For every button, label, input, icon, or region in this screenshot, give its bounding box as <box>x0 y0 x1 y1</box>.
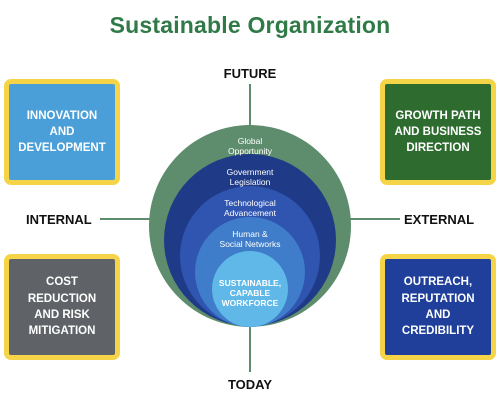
box-outreach-reputation-label: OUTREACH, REPUTATION AND CREDIBILITY <box>401 276 475 338</box>
box-cost-reduction-label: COST REDUCTION AND RISK MITIGATION <box>27 276 97 338</box>
ring-label-global-opportunity: Global Opportunity <box>228 136 272 157</box>
axis-label-future: FUTURE <box>223 66 277 81</box>
axis-label-external: EXTERNAL <box>404 212 475 227</box>
ring-label-technological-advancement: Technological Advancement <box>224 198 276 219</box>
ring-label-human-social-networks: Human & Social Networks <box>219 229 281 250</box>
diagram-title: Sustainable Organization <box>109 12 391 38</box>
box-growth-path: GROWTH PATH AND BUSINESS DIRECTION <box>380 79 496 185</box>
box-innovation-development: INNOVATION AND DEVELOPMENT <box>4 79 120 185</box>
box-growth-path-label: GROWTH PATH AND BUSINESS DIRECTION <box>394 109 482 155</box>
ring-label-sustainable-workforce: SUSTAINABLE, CAPABLE WORKFORCE <box>218 278 282 309</box>
axis-label-internal: INTERNAL <box>26 212 92 227</box>
box-innovation-development-label: INNOVATION AND DEVELOPMENT <box>18 109 106 155</box>
ring-label-government-legislation: Government Legislation <box>226 167 274 188</box>
axis-label-today: TODAY <box>227 377 273 392</box>
box-cost-reduction: COST REDUCTION AND RISK MITIGATION <box>4 254 120 360</box>
ring-sustainable-workforce <box>212 251 288 327</box>
box-outreach-reputation: OUTREACH, REPUTATION AND CREDIBILITY <box>380 254 496 360</box>
